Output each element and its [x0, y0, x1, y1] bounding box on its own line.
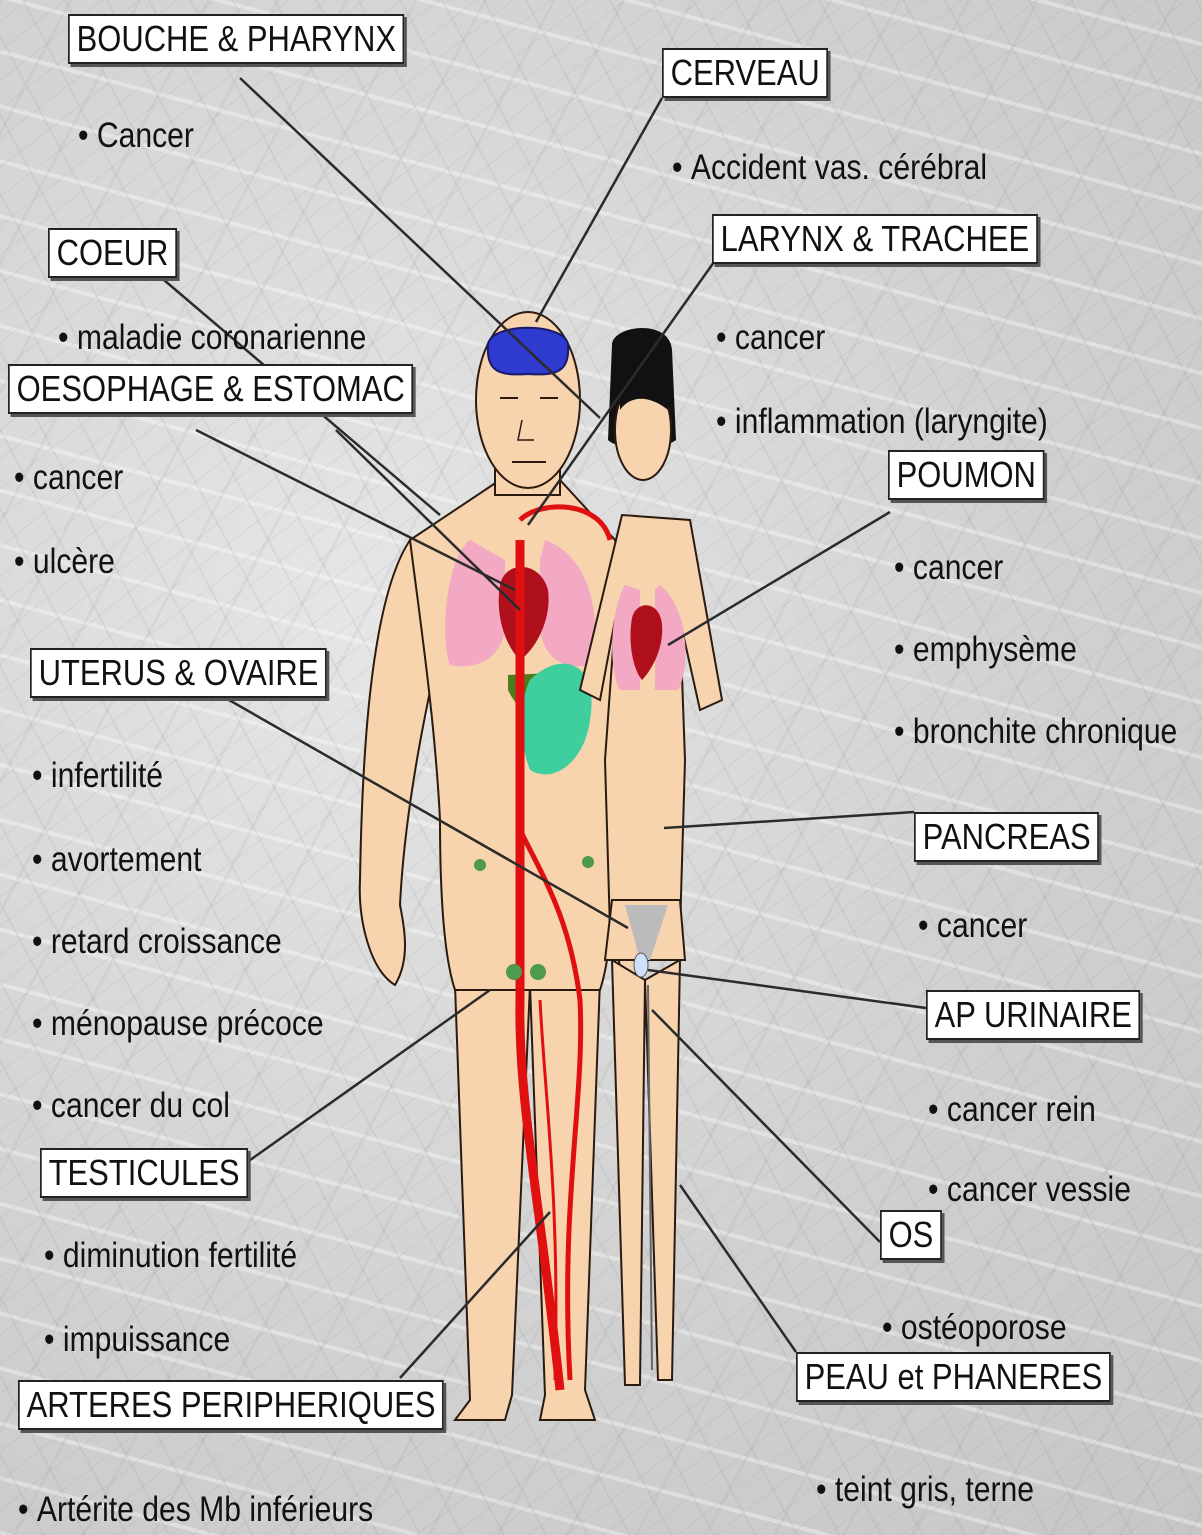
larynx-item-2: inflammation (laryngite): [716, 402, 1048, 442]
label-uterus-ovaire: UTERUS & OVAIRE: [30, 648, 327, 698]
uterus-item-2: avortement: [32, 840, 201, 880]
label-testicules: TESTICULES: [40, 1148, 248, 1198]
label-peau-phaneres: PEAU et PHANERES: [796, 1352, 1111, 1402]
label-ap-urinaire: AP URINAIRE: [926, 990, 1140, 1040]
label-pancreas: PANCREAS: [914, 812, 1099, 862]
connector-pancreas: [664, 812, 914, 828]
poumon-item-1: cancer: [894, 548, 1003, 588]
connector-peau: [680, 1185, 796, 1352]
label-os: OS: [880, 1210, 942, 1260]
poumon-item-2: emphysème: [894, 630, 1077, 670]
pancreas-item-1: cancer: [918, 906, 1027, 946]
testicules-item-2: impuissance: [44, 1320, 230, 1360]
peau-item-1: teint gris, terne: [816, 1470, 1034, 1510]
label-oesophage-estomac: OESOPHAGE & ESTOMAC: [8, 364, 413, 414]
connector-cerveau: [536, 98, 662, 322]
cerveau-item-1: Accident vas. cérébral: [672, 148, 987, 188]
label-cerveau: CERVEAU: [662, 48, 828, 98]
bouche-item-1: Cancer: [78, 116, 194, 156]
urinaire-item-2: cancer vessie: [928, 1170, 1131, 1210]
arteres-item-1: Artérite des Mb inférieurs: [18, 1490, 373, 1530]
uterus-item-4: ménopause précoce: [32, 1004, 324, 1044]
uterus-item-1: infertilité: [32, 756, 163, 796]
oesophage-item-1: cancer: [14, 458, 123, 498]
testicules-item-1: diminution fertilité: [44, 1236, 297, 1276]
label-larynx-trachee: LARYNX & TRACHEE: [712, 214, 1038, 264]
uterus-item-3: retard croissance: [32, 922, 282, 962]
urinaire-item-1: cancer rein: [928, 1090, 1096, 1130]
poumon-item-3: bronchite chronique: [894, 712, 1177, 752]
connector-urinaire: [648, 970, 926, 1008]
label-arteres-peripheriques: ARTERES PERIPHERIQUES: [18, 1380, 444, 1430]
oesophage-item-2: ulcère: [14, 542, 115, 582]
larynx-item-1: cancer: [716, 318, 825, 358]
os-item-1: ostéoporose: [882, 1308, 1067, 1348]
connector-os: [652, 1010, 880, 1242]
uterus-item-5: cancer du col: [32, 1086, 230, 1126]
coeur-item-1: maladie coronarienne: [58, 318, 366, 358]
label-bouche-pharynx: BOUCHE & PHARYNX: [68, 14, 405, 64]
label-poumon: POUMON: [888, 450, 1045, 500]
label-coeur: COEUR: [48, 228, 177, 278]
